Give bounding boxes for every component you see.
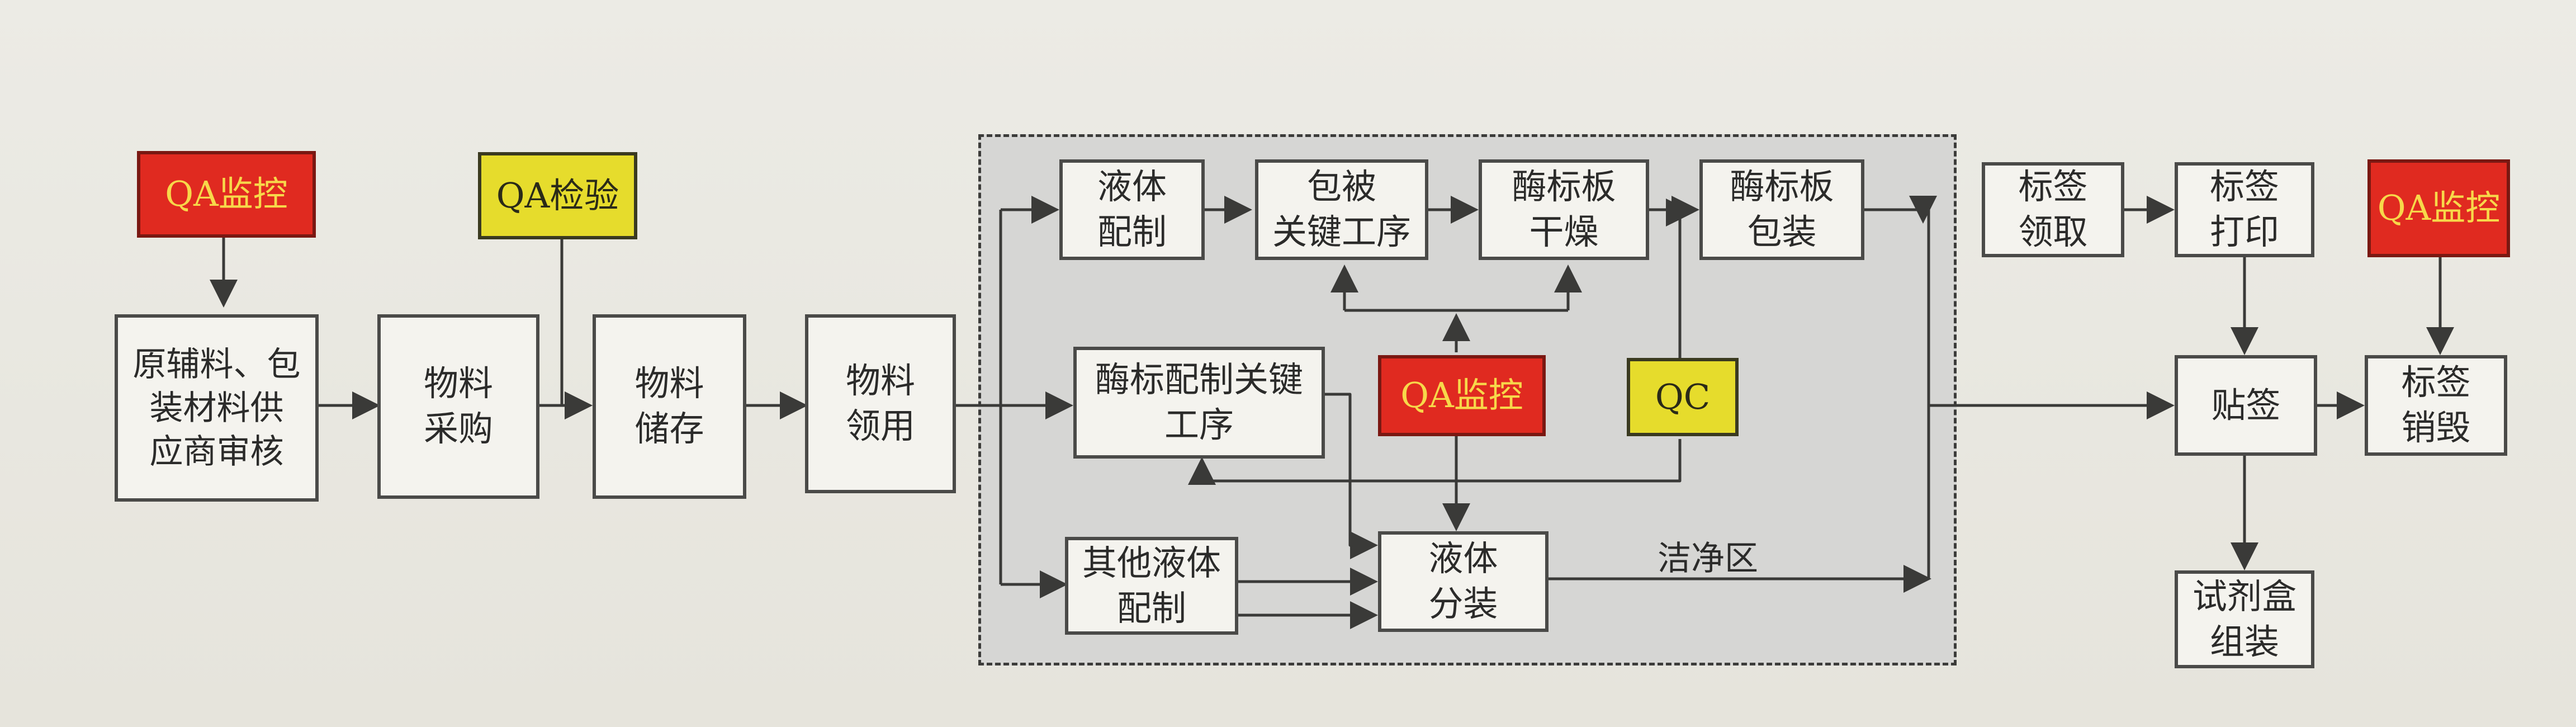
edge-qainspect-to-storage	[560, 239, 593, 419]
supplier-audit-node: 原辅料、包 装材料供 应商审核	[115, 314, 319, 502]
qa-inspect-node: QA检验	[478, 152, 637, 239]
other-liquid-prep-node: 其他液体 配制	[1065, 537, 1238, 635]
material-requisition-node: 物料 领用	[805, 314, 956, 493]
edge-enzyme-to-dispensing	[1325, 393, 1378, 559]
enzyme-prep-key-process-node: 酶标配制关键 工序	[1073, 347, 1325, 459]
qc-node: QC	[1627, 358, 1739, 436]
edge-qc-to-packaging	[1666, 199, 1694, 358]
plate-packaging-node: 酶标板 包装	[1699, 159, 1864, 260]
material-purchase-node: 物料 采购	[377, 314, 539, 499]
liquid-prep-node: 液体 配制	[1059, 159, 1205, 260]
liquid-dispensing-node: 液体 分装	[1378, 531, 1549, 632]
qa-monitor-node-1: QA监控	[137, 151, 316, 238]
plate-drying-node: 酶标板 干燥	[1479, 159, 1649, 260]
label-print-node: 标签 打印	[2175, 162, 2314, 257]
coating-key-process-node: 包被 关键工序	[1255, 159, 1428, 260]
material-storage-node: 物料 储存	[593, 314, 746, 499]
kit-assembly-node: 试剂盒 组装	[2175, 570, 2314, 668]
qa-monitor-node-3: QA监控	[2367, 159, 2510, 257]
edge-qc-to-enzyme	[1188, 439, 1682, 485]
qa-monitor-node-2: QA监控	[1378, 355, 1546, 436]
label-collect-node: 标签 领取	[1982, 162, 2124, 257]
edge-packaging-to-right	[1864, 196, 1937, 224]
label-destroy-node: 标签 销毁	[2365, 355, 2507, 456]
clean-zone-label: 洁净区	[1658, 539, 1758, 578]
labeling-node: 贴签	[2175, 355, 2317, 456]
